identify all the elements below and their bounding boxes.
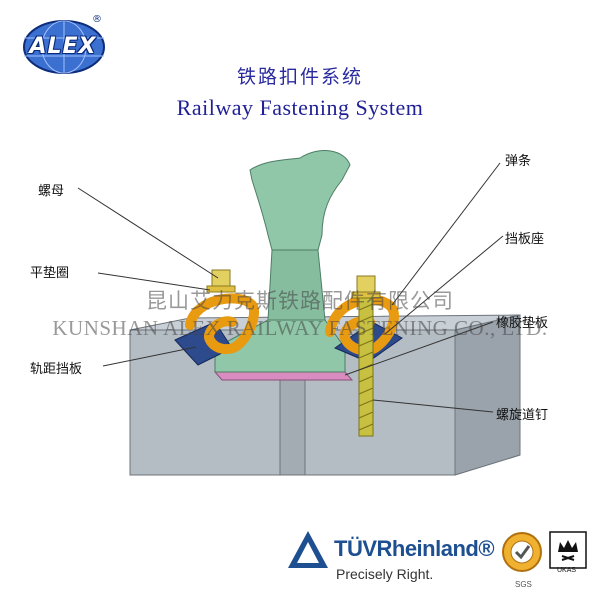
alex-logo xyxy=(23,20,105,74)
sgs-seal-icon xyxy=(502,532,542,572)
leader-nut xyxy=(77,187,219,279)
tuv-rheinland-name: TÜVRheinland® xyxy=(334,536,495,561)
tuv-tagline: Precisely Right. xyxy=(336,566,434,582)
leader-flat-washer xyxy=(97,272,211,291)
rubber-pad xyxy=(213,371,354,381)
title-chinese: 铁路扣件系统 xyxy=(236,66,363,88)
logo-text: ALEX xyxy=(29,34,97,59)
callout-rubber-pad: 橡胶垫板 xyxy=(496,316,549,331)
callout-elastic-clip: 弹条 xyxy=(505,154,532,169)
leader-plate-seat xyxy=(384,235,504,335)
registered-mark: ® xyxy=(92,14,102,25)
callout-nut: 螺母 xyxy=(38,184,65,199)
tuv-triangle-icon xyxy=(288,531,328,568)
sgs-label: SGS xyxy=(515,580,532,589)
callout-flat-washer: 平垫圈 xyxy=(30,266,70,281)
right-nut xyxy=(356,275,376,293)
left-elastic-clip xyxy=(185,293,260,355)
callout-gauge-plate: 轨距挡板 xyxy=(30,362,83,377)
ukas-label: UKAS xyxy=(557,567,577,574)
left-nut xyxy=(211,269,231,287)
watermark-english: KUNSHAN ALEX RAILWAY FASTENING CO., LTD. xyxy=(52,316,548,340)
callout-plate-seat: 挡板座 xyxy=(505,232,545,247)
title-english: Railway Fastening System xyxy=(176,95,424,120)
leader-lines xyxy=(77,162,504,413)
leader-gauge-plate xyxy=(102,346,197,367)
leader-elastic-clip xyxy=(391,162,501,306)
ukas-crown-icon xyxy=(549,531,587,569)
leader-screw-spike xyxy=(372,399,494,413)
leader-rubber-pad xyxy=(344,321,494,376)
watermark-chinese: 昆山艾力克斯铁路配件有限公司 xyxy=(146,289,454,313)
callout-screw-spike: 螺旋道钉 xyxy=(496,408,549,423)
rail xyxy=(214,150,351,373)
